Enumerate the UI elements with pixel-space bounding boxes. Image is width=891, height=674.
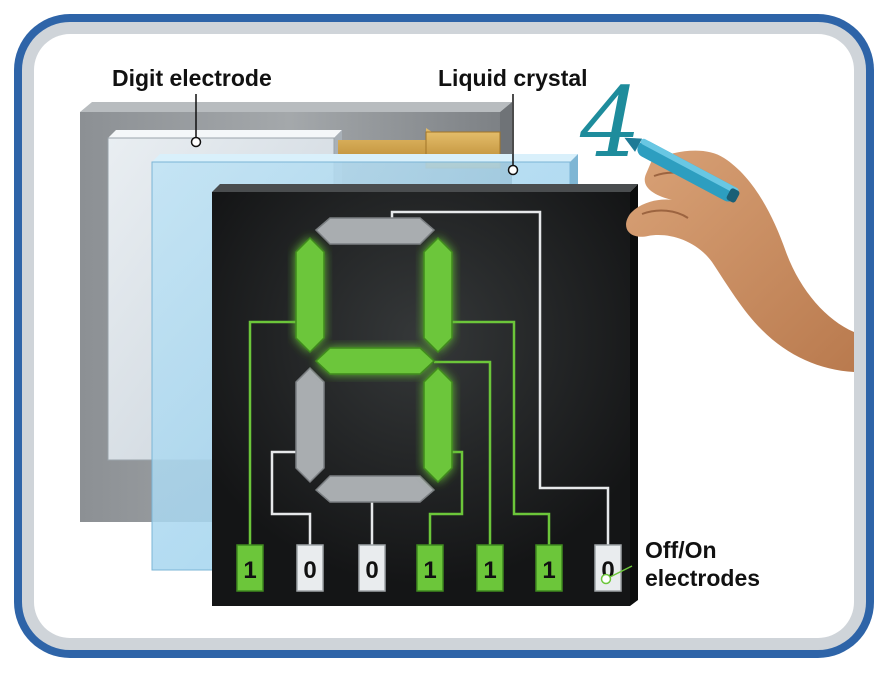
wires [248,210,610,545]
electrode: 1 [476,544,504,592]
hand-with-pen-icon [624,137,854,372]
electrode-value: 0 [365,557,378,584]
wire-upper-left [248,320,296,545]
electrode-value: 0 [303,557,316,584]
electrode-pad [416,544,444,592]
off-on-electrodes: 1 0 0 1 1 1 0 [236,544,622,592]
segment-upper-left [295,236,325,354]
segment-lower-left [295,366,325,484]
electrode: 0 [358,544,386,592]
electrode-pad [296,544,324,592]
electrode-value: 1 [243,557,256,584]
seven-segment-digit [295,217,453,503]
wire-lower-right [428,450,464,545]
wire-lower-left [270,450,312,545]
electrode: 0 [296,544,324,592]
electrode: 1 [535,544,563,592]
wire-middle [434,360,492,545]
electrode: 1 [416,544,444,592]
wire-top [390,210,610,545]
electrode: 1 [236,544,264,592]
liquid-crystal-label: Liquid crystal [438,65,588,91]
electrode-pad [236,544,264,592]
electrode-value: 1 [542,557,555,584]
electrode: 0 [594,544,622,592]
electrode-value: 1 [483,557,496,584]
electrode-pad [358,544,386,592]
electrode-pad [476,544,504,592]
electrodes-label: electrodes [645,565,761,591]
electrode-value: 1 [423,557,436,584]
segment-upper-right [423,236,453,354]
electrode-pad [535,544,563,592]
segment-electrode-panel [212,184,638,606]
segment-bottom [314,475,436,503]
leader-lines [190,94,633,585]
segment-middle [314,347,436,375]
digit-electrode-label: Digit electrode [112,65,272,91]
segment-lower-right [423,366,453,484]
segment-top [314,217,436,245]
off-on-label: Off/On [645,537,717,563]
handwritten-digit: 4 [579,67,641,179]
wire-upper-right [452,320,551,545]
